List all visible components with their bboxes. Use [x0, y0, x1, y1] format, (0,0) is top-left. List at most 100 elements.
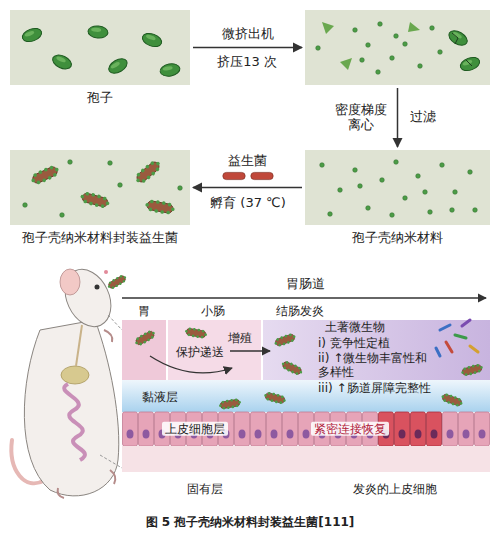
gut-section: [122, 446, 490, 472]
nanomaterial-dots: [353, 168, 358, 173]
gut-section: [122, 380, 490, 412]
annotation-label: 挤压13 次: [217, 54, 277, 70]
step-label: 微挤出机: [222, 26, 274, 42]
spore-fragments: [366, 43, 371, 48]
spores: [50, 52, 73, 71]
gut-section: [166, 320, 168, 380]
annotation-label: 上皮细胞层: [162, 422, 228, 436]
spore-fragments: [322, 22, 334, 34]
coated-probiotics: [68, 160, 73, 165]
probiotic-icon: [251, 172, 273, 179]
gut-section: [263, 391, 287, 406]
annotation-label: 小肠: [201, 304, 225, 318]
gut-section: [459, 412, 474, 446]
coated-probiotics: [23, 203, 28, 208]
coated-probiotics: [79, 190, 111, 210]
nanomaterial-dots: [338, 188, 343, 193]
gut-section: [167, 320, 262, 380]
gut-section: [470, 346, 478, 352]
mouse: [58, 330, 116, 498]
gut-section: [446, 342, 452, 352]
coated-probiotics: [118, 183, 123, 188]
annotation-label: 紧密连接恢复: [311, 422, 389, 436]
gut-section: [123, 412, 138, 446]
gut-section: [122, 320, 167, 380]
annotation-label: 黏液层: [142, 390, 178, 404]
nanomaterial-dots: [320, 163, 325, 168]
gut-section: [436, 320, 478, 356]
gut-section: [262, 320, 490, 380]
spores: [141, 31, 164, 49]
nanomaterial-dots: [428, 210, 433, 215]
step-label: 密度梯度 离心: [334, 102, 390, 133]
spore-fragments: [316, 46, 321, 51]
coated-probiotics: [108, 161, 113, 166]
gut-section: [455, 335, 466, 338]
nanomaterial-dots: [440, 163, 445, 168]
annotation-label: 保护递送: [176, 345, 224, 359]
gut-section: [395, 412, 410, 446]
nanomaterial-dots: [390, 213, 395, 218]
gut-section: [462, 320, 470, 326]
nanomaterial-dots: [453, 190, 458, 195]
spore-fragments: [430, 26, 435, 31]
mouse: [56, 262, 119, 334]
annotation-label: ii) ↑微生物丰富性和 多样性: [318, 351, 428, 380]
nanomaterial-dots: [473, 208, 478, 213]
mouse: [106, 273, 128, 291]
mouse: [11, 262, 128, 498]
gut-section: [440, 392, 464, 408]
gut-section: [273, 332, 297, 348]
spore-fragments: [360, 58, 365, 63]
coated-probiotics: [60, 213, 65, 218]
annotation-label: 孵育 (37 ℃): [210, 195, 286, 211]
spore-fragments: [403, 42, 408, 47]
spores: [21, 25, 181, 77]
nanomaterial-dots: [366, 206, 371, 211]
mouse: [95, 285, 100, 290]
nanomaterial-dots: [423, 190, 428, 195]
gut-section: [230, 350, 270, 351]
nanomaterial-dots: [328, 212, 333, 217]
nanomaterial-dots: [450, 208, 455, 213]
gut-section: [122, 297, 486, 298]
annotation-label: 过滤: [410, 109, 436, 125]
process-arrow: [397, 88, 399, 147]
spores: [159, 62, 181, 77]
spores: [106, 56, 129, 76]
gut-section: [460, 363, 484, 378]
gut-section: [427, 412, 442, 446]
mouse: [104, 270, 108, 274]
spore-fragments: [394, 34, 399, 39]
gut-section: [411, 412, 426, 446]
gut-section: [133, 328, 157, 347]
annotation-label: 胃: [138, 304, 150, 318]
annotation-label: i) 竞争性定植: [318, 336, 390, 350]
probiotic-icon: [223, 172, 245, 179]
gut-section: [475, 412, 490, 446]
mouse: [100, 315, 122, 468]
panel-backgrounds: [305, 10, 490, 85]
gut-section: [440, 325, 450, 330]
spore-fragments: [418, 64, 423, 69]
spore-fragments: [390, 56, 395, 61]
gut-section: [139, 412, 154, 446]
nanomaterial-dots: [416, 174, 421, 179]
gut-section: [436, 348, 440, 356]
mouse: [24, 320, 118, 496]
nanomaterial-dots: [358, 184, 363, 189]
panel-caption: 孢子: [87, 90, 113, 106]
image-panel: 孢子壳纳米材料: [305, 150, 490, 225]
gut-section: [443, 412, 458, 446]
spore-fragments: [452, 33, 472, 66]
panel-caption: 孢子壳纳米材料: [352, 230, 443, 246]
nanomaterial-dots: [468, 170, 473, 175]
spore-fragments: [353, 28, 358, 33]
gut-section: [218, 397, 242, 410]
spores: [21, 26, 44, 44]
annotation-label: 增殖: [228, 331, 252, 345]
gut-section: [280, 359, 304, 377]
